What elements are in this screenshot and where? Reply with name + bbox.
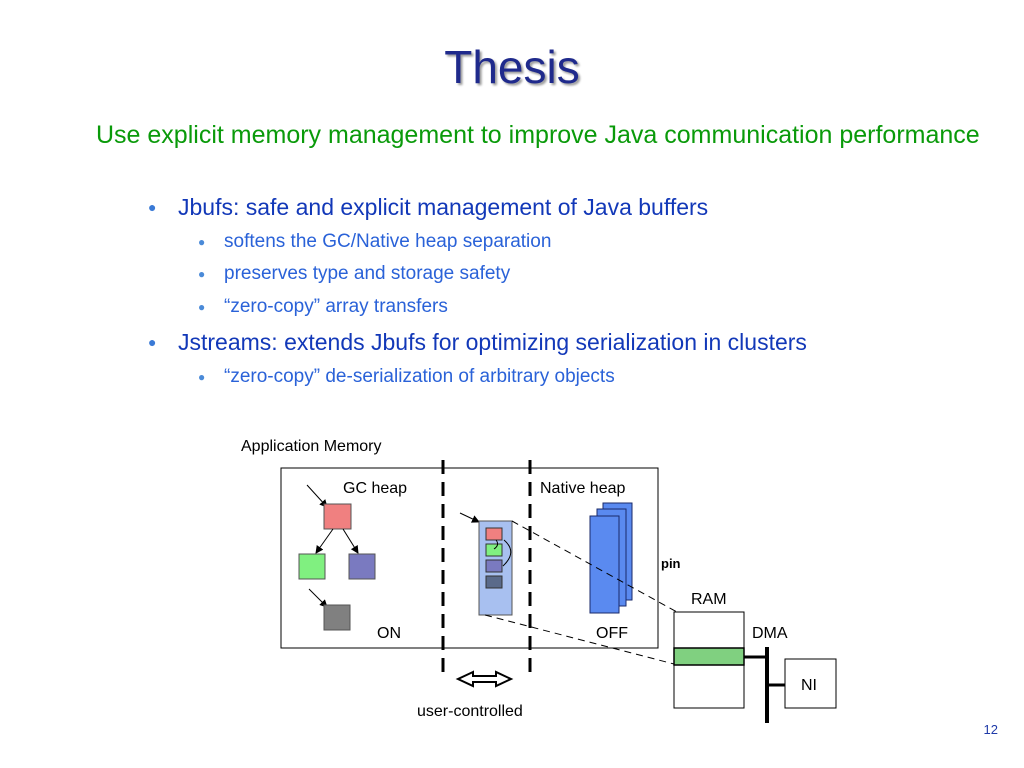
dma-label: DMA <box>752 625 788 642</box>
ram-pinned-region <box>673 647 745 666</box>
bullet-dot-icon: ● <box>198 370 206 384</box>
sub-bullet-text: “zero-copy” de-serialization of arbitrar… <box>224 366 615 387</box>
jbuf-pointer-arrow <box>459 512 480 523</box>
double-arrow-icon <box>455 670 514 688</box>
jbuf-object-red <box>485 527 503 541</box>
ram-label: RAM <box>691 591 727 608</box>
gc-object-gray <box>323 604 351 631</box>
jbuf-object-gray <box>485 575 503 589</box>
ref-arrow <box>342 528 359 554</box>
slide-title: Thesis <box>444 41 580 93</box>
on-label: ON <box>377 625 401 642</box>
user-controlled-label: user-controlled <box>417 703 523 720</box>
sub-bullet-text: softens the GC/Native heap separation <box>224 231 552 252</box>
bullet-dot-icon: ● <box>148 334 157 350</box>
gc-object-green <box>298 553 326 580</box>
bullet-dot-icon: ● <box>198 300 206 314</box>
gc-object-purple <box>348 553 376 580</box>
root-pointer-arrow <box>306 484 328 508</box>
ni-box <box>784 658 837 709</box>
gc-object-red <box>323 503 352 530</box>
bullet-dot-icon: ● <box>198 267 206 281</box>
native-buffer-front <box>589 515 620 614</box>
jbuf-ref-arrow <box>493 539 499 550</box>
off-label: OFF <box>596 625 628 642</box>
page-number: 12 <box>983 722 998 737</box>
ni-label: NI <box>801 677 817 694</box>
jbuf-object-green <box>485 543 503 557</box>
jbuf-object-purple <box>485 559 503 573</box>
sub-bullet-text: “zero-copy” array transfers <box>224 296 448 317</box>
application-memory-box <box>280 467 659 649</box>
gc-heap-label: GC heap <box>343 480 407 497</box>
sub-bullet-text: preserves type and storage safety <box>224 263 511 284</box>
ref-arrow <box>308 588 328 608</box>
pin-label: pin <box>661 556 681 571</box>
bullet-jbufs-text: Jbufs: safe and explicit management of J… <box>178 194 709 220</box>
application-memory-label: Application Memory <box>241 438 382 455</box>
jbuf-ref-arrow <box>502 539 512 567</box>
ref-arrow <box>315 528 334 554</box>
native-heap-label: Native heap <box>540 480 625 497</box>
main-point: Use explicit memory management to improv… <box>96 121 980 149</box>
bullet-dot-icon: ● <box>148 199 157 215</box>
bullet-jstreams-text: Jstreams: extends Jbufs for optimizing s… <box>178 329 807 355</box>
bullet-dot-icon: ● <box>198 235 206 249</box>
projection-line-bottom <box>484 614 675 665</box>
